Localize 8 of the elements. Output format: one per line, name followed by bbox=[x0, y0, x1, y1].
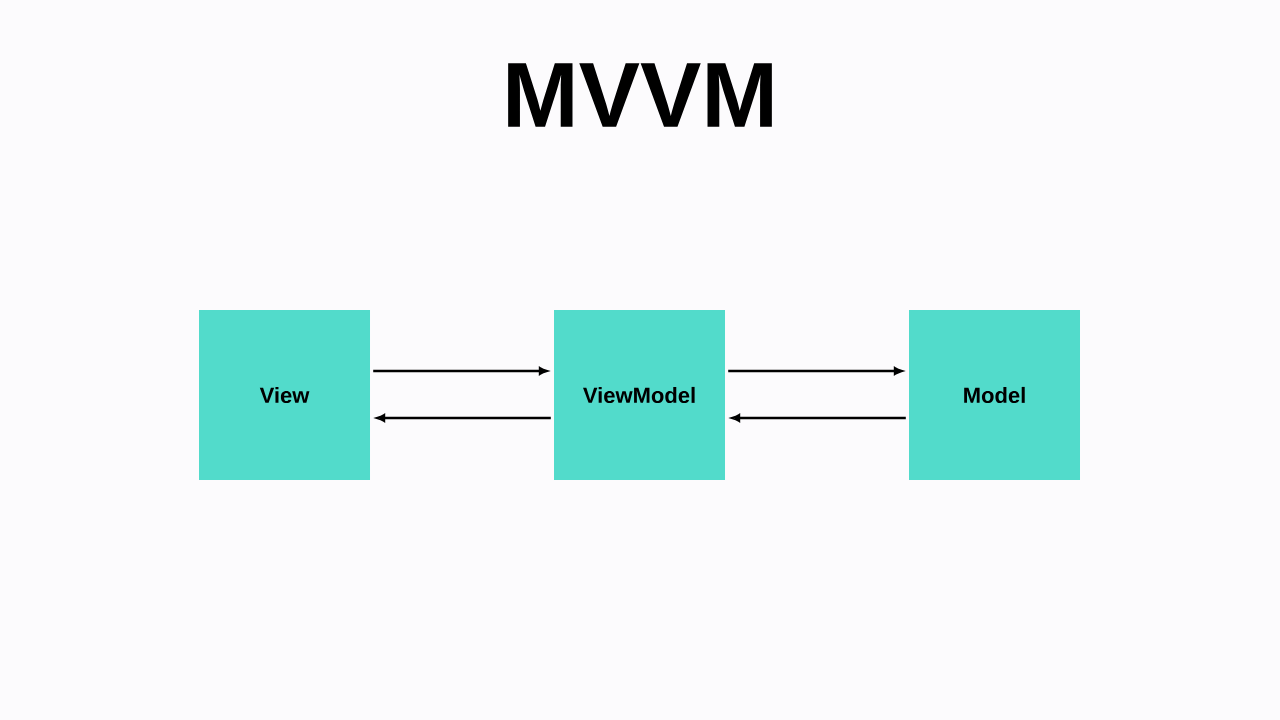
arrow bbox=[373, 367, 548, 375]
arrow bbox=[376, 414, 551, 422]
arrow bbox=[731, 414, 906, 422]
process-box: ViewModel bbox=[554, 310, 725, 480]
arrow bbox=[728, 367, 903, 375]
process-box: Model bbox=[909, 310, 1080, 480]
process-box: View bbox=[199, 310, 370, 480]
title: MVVM bbox=[508, 63, 772, 127]
